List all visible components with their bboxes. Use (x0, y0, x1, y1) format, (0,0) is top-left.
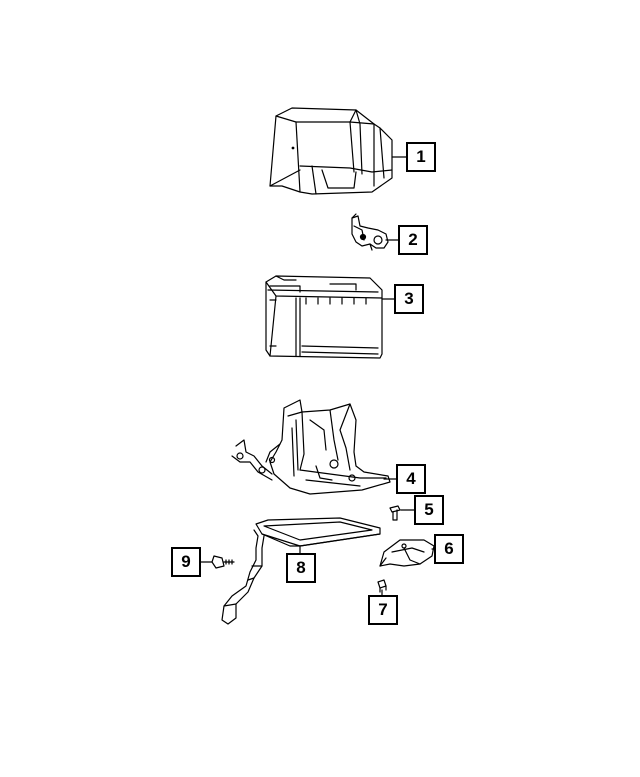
callout-2[interactable]: 2 (398, 225, 428, 255)
callout-9[interactable]: 9 (171, 547, 201, 577)
screw-part (211, 555, 235, 569)
callout-2-label: 2 (408, 230, 418, 249)
callout-7[interactable]: 7 (368, 595, 398, 625)
battery-tray-part (231, 399, 391, 495)
bolt-part (389, 505, 401, 521)
callout-7-label: 7 (378, 600, 388, 619)
battery-part (265, 275, 383, 359)
callout-8[interactable]: 8 (286, 553, 316, 583)
nut-part (377, 579, 387, 593)
callout-9-label: 9 (181, 552, 191, 571)
callout-1[interactable]: 1 (406, 142, 436, 172)
callout-4[interactable]: 4 (396, 464, 426, 494)
battery-terminal-sensor-part (351, 213, 389, 251)
callout-3-label: 3 (404, 289, 414, 308)
callout-5[interactable]: 5 (414, 495, 444, 525)
hold-down-bracket-part (379, 539, 435, 567)
callout-5-label: 5 (424, 500, 434, 519)
callout-4-label: 4 (406, 469, 416, 488)
callout-6[interactable]: 6 (434, 534, 464, 564)
callout-1-label: 1 (416, 147, 426, 166)
callout-3[interactable]: 3 (394, 284, 424, 314)
callout-6-label: 6 (444, 539, 454, 558)
callout-8-label: 8 (296, 558, 306, 577)
battery-cover-part (269, 107, 393, 195)
tray-frame-part (221, 517, 381, 625)
